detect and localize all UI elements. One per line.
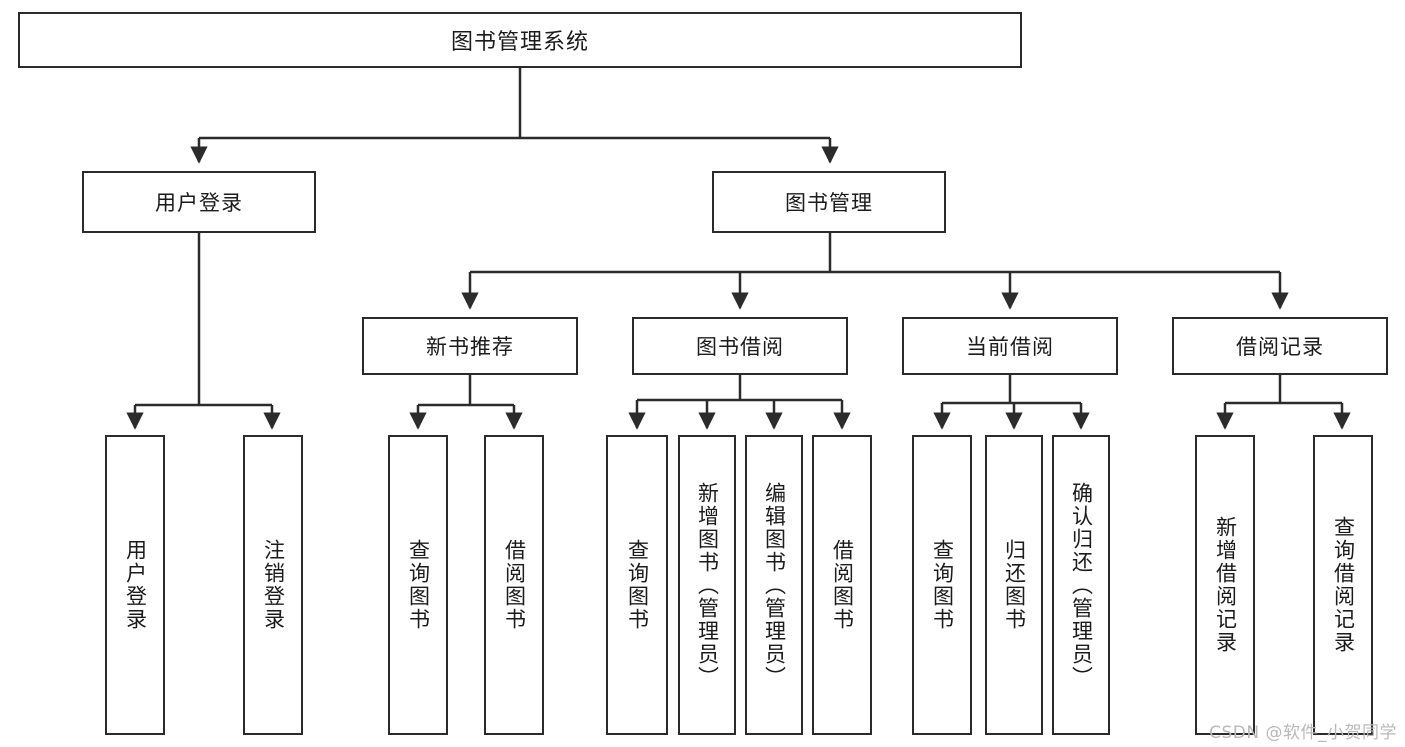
node-leaf-return-book[interactable]: 归还图书 <box>985 435 1043 735</box>
node-root-label: 图书管理系统 <box>450 30 589 55</box>
node-leaf-query-book-3-label: 查询图书 <box>930 539 955 631</box>
node-leaf-return-book-label: 归还图书 <box>1002 539 1027 631</box>
node-leaf-query-book-3[interactable]: 查询图书 <box>912 435 972 735</box>
node-leaf-add-book-admin[interactable]: 新增图书（管理员） <box>678 435 736 735</box>
node-new-book-recommend-label: 新书推荐 <box>426 335 514 359</box>
node-leaf-borrow-book-1-label: 借阅图书 <box>502 539 527 631</box>
node-leaf-query-book-2-label: 查询图书 <box>625 539 650 631</box>
node-leaf-add-borrow-record-label: 新增借阅记录 <box>1213 516 1238 654</box>
node-leaf-add-borrow-record[interactable]: 新增借阅记录 <box>1195 435 1255 735</box>
node-book-manage-label: 图书管理 <box>785 191 873 215</box>
node-leaf-query-book-2[interactable]: 查询图书 <box>606 435 668 735</box>
node-book-borrow[interactable]: 图书借阅 <box>632 317 848 375</box>
node-leaf-query-borrow-record[interactable]: 查询借阅记录 <box>1313 435 1373 735</box>
node-leaf-confirm-return-admin[interactable]: 确认归还（管理员） <box>1052 435 1110 735</box>
node-leaf-user-login[interactable]: 用户登录 <box>105 435 165 735</box>
node-borrow-record-label: 借阅记录 <box>1236 335 1324 359</box>
node-leaf-borrow-book-1[interactable]: 借阅图书 <box>484 435 544 735</box>
node-leaf-query-borrow-record-label: 查询借阅记录 <box>1331 516 1356 654</box>
node-current-borrow-label: 当前借阅 <box>966 335 1054 359</box>
node-user-login[interactable]: 用户登录 <box>82 171 316 233</box>
node-borrow-record[interactable]: 借阅记录 <box>1172 317 1388 375</box>
node-leaf-confirm-return-admin-label: 确认归还（管理员） <box>1069 481 1094 689</box>
node-leaf-edit-book-admin-label: 编辑图书（管理员） <box>762 481 787 689</box>
node-leaf-user-login-label: 用户登录 <box>123 539 148 631</box>
node-leaf-query-book-1-label: 查询图书 <box>406 539 431 631</box>
node-book-manage[interactable]: 图书管理 <box>712 171 946 233</box>
node-user-login-label: 用户登录 <box>155 191 243 215</box>
csdn-watermark: CSDN @软件_小贺同学 <box>1209 723 1397 743</box>
node-leaf-user-logout[interactable]: 注销登录 <box>243 435 303 735</box>
node-current-borrow[interactable]: 当前借阅 <box>902 317 1118 375</box>
node-leaf-add-book-admin-label: 新增图书（管理员） <box>695 481 720 689</box>
node-leaf-user-logout-label: 注销登录 <box>261 539 286 631</box>
node-leaf-borrow-book-2[interactable]: 借阅图书 <box>812 435 872 735</box>
node-book-borrow-label: 图书借阅 <box>696 335 784 359</box>
node-leaf-query-book-1[interactable]: 查询图书 <box>388 435 448 735</box>
node-root[interactable]: 图书管理系统 <box>18 12 1022 68</box>
node-new-book-recommend[interactable]: 新书推荐 <box>362 317 578 375</box>
node-leaf-edit-book-admin[interactable]: 编辑图书（管理员） <box>745 435 803 735</box>
node-leaf-borrow-book-2-label: 借阅图书 <box>830 539 855 631</box>
